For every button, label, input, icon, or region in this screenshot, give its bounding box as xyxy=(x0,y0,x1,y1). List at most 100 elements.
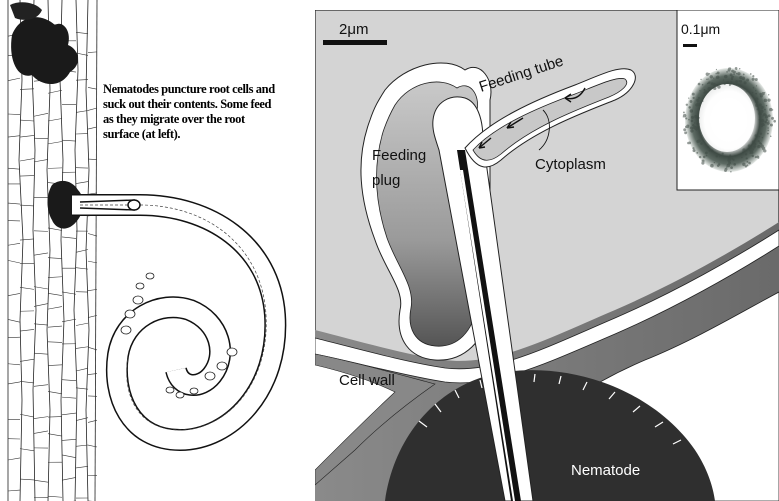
inset-speckle xyxy=(739,76,742,79)
inset-speckle xyxy=(728,67,731,70)
inset-speckle xyxy=(730,81,732,83)
inset-speckle xyxy=(758,157,760,159)
inset-speckle xyxy=(763,124,765,126)
inset-speckle xyxy=(715,73,716,74)
inset-speckle xyxy=(755,90,756,91)
inset-speckle xyxy=(708,73,710,75)
inset-speckle xyxy=(728,162,731,165)
inset-speckle xyxy=(724,83,726,85)
inset-speckle xyxy=(713,77,714,78)
caption: Nematodes puncture root cells and suck o… xyxy=(103,82,275,141)
caption-line-2: suck out their contents. Some feed xyxy=(103,97,272,111)
inset-speckle xyxy=(767,127,769,129)
inset-speckle xyxy=(737,72,740,75)
inset-speckle xyxy=(687,142,690,145)
inset-speckle xyxy=(688,97,689,98)
scale-bar-main-label: 2μm xyxy=(339,21,368,38)
inset-speckle xyxy=(763,113,766,116)
inset-speckle xyxy=(753,87,754,88)
root-cell-wall-line xyxy=(34,287,48,289)
root-cell-wall-line xyxy=(20,414,34,417)
caption-line-1: Nematodes puncture root cells and xyxy=(103,82,275,96)
inset-speckle xyxy=(752,92,754,94)
inset-speckle xyxy=(766,105,768,107)
root-cell-wall-line xyxy=(76,368,88,371)
root-cell-wall-line xyxy=(48,365,62,366)
inset-speckle xyxy=(755,156,757,158)
root-cell-wall-line xyxy=(62,477,76,480)
root-cell-wall-line xyxy=(8,168,20,169)
caption-line-4: surface (at left). xyxy=(103,127,180,141)
inset-speckle xyxy=(742,151,744,153)
inset-speckle xyxy=(768,114,771,117)
inset-speckle xyxy=(708,81,710,83)
nematode-bulb xyxy=(128,200,140,210)
inset-speckle xyxy=(690,129,693,132)
inset-speckle xyxy=(763,149,766,152)
inset-speckle xyxy=(722,153,724,155)
inset-speckle xyxy=(755,78,758,81)
root-cell-wall-line xyxy=(8,382,20,384)
inset-speckle xyxy=(752,155,754,157)
root-cell-wall-line xyxy=(48,496,62,497)
inset-speckle xyxy=(730,171,732,173)
root-cell-wall-line xyxy=(34,431,48,434)
root-nematode-drawing: Nematodes puncture root cells and suck o… xyxy=(0,0,300,501)
inset-speckle xyxy=(760,109,763,112)
inset-speckle xyxy=(750,146,753,149)
inset-speckle xyxy=(730,166,733,169)
root-cell-wall-line xyxy=(76,111,88,113)
root-cell-wall-line xyxy=(8,114,20,115)
inset-speckle xyxy=(767,133,769,135)
inset-speckle xyxy=(758,136,760,138)
root-cell-wall-line xyxy=(62,439,76,440)
inset-speckle xyxy=(761,119,764,122)
inset-speckle xyxy=(738,84,739,85)
root-cell-wall-line xyxy=(88,108,97,110)
root-cell-wall-line xyxy=(20,135,34,137)
inset-speckle xyxy=(706,155,708,157)
inset-speckle xyxy=(733,163,736,166)
inset-speckle xyxy=(766,114,767,115)
root-cell-wall-line xyxy=(48,391,62,393)
inset-speckle xyxy=(771,117,774,120)
root-cell-wall-line xyxy=(62,397,76,398)
inset-speckle xyxy=(757,108,759,110)
inset-speckle xyxy=(698,117,700,119)
root-cell-wall-line xyxy=(20,89,34,90)
inset-speckle xyxy=(727,159,730,162)
inset-speckle xyxy=(690,109,693,112)
root-cell-wall-line xyxy=(8,458,20,460)
inset-speckle xyxy=(702,84,704,86)
inset-speckle xyxy=(768,120,769,121)
inset-speckle xyxy=(692,147,694,149)
inset-speckle xyxy=(694,122,695,123)
root-cell-wall-line xyxy=(76,388,88,389)
inset-speckle xyxy=(765,100,766,101)
inset-speckle xyxy=(736,73,738,75)
inset-speckle xyxy=(773,120,776,123)
inset-speckle xyxy=(742,148,745,151)
root-cell-wall-line xyxy=(8,78,20,81)
inset-speckle xyxy=(739,68,740,69)
inset-speckle xyxy=(756,136,758,138)
inset-speckle xyxy=(697,103,700,106)
inset-speckle xyxy=(724,169,727,172)
inset-speckle xyxy=(733,73,735,75)
inset-speckle xyxy=(708,150,710,152)
inset-speckle xyxy=(690,100,693,103)
inset-speckle xyxy=(746,161,748,163)
root-cell-wall-line xyxy=(48,307,62,310)
inset-speckle xyxy=(704,90,707,93)
feeding-site-top xyxy=(11,17,78,84)
inset-speckle xyxy=(726,71,728,73)
inset-speckle xyxy=(713,83,716,86)
inset-speckle xyxy=(746,78,749,81)
root-cell-wall-line xyxy=(20,159,34,161)
inset-speckle xyxy=(735,80,738,83)
root-cell-wall-line xyxy=(62,413,76,415)
label-cytoplasm: Cytoplasm xyxy=(535,156,606,173)
inset-speckle xyxy=(688,106,691,109)
inset-speckle xyxy=(698,83,701,86)
